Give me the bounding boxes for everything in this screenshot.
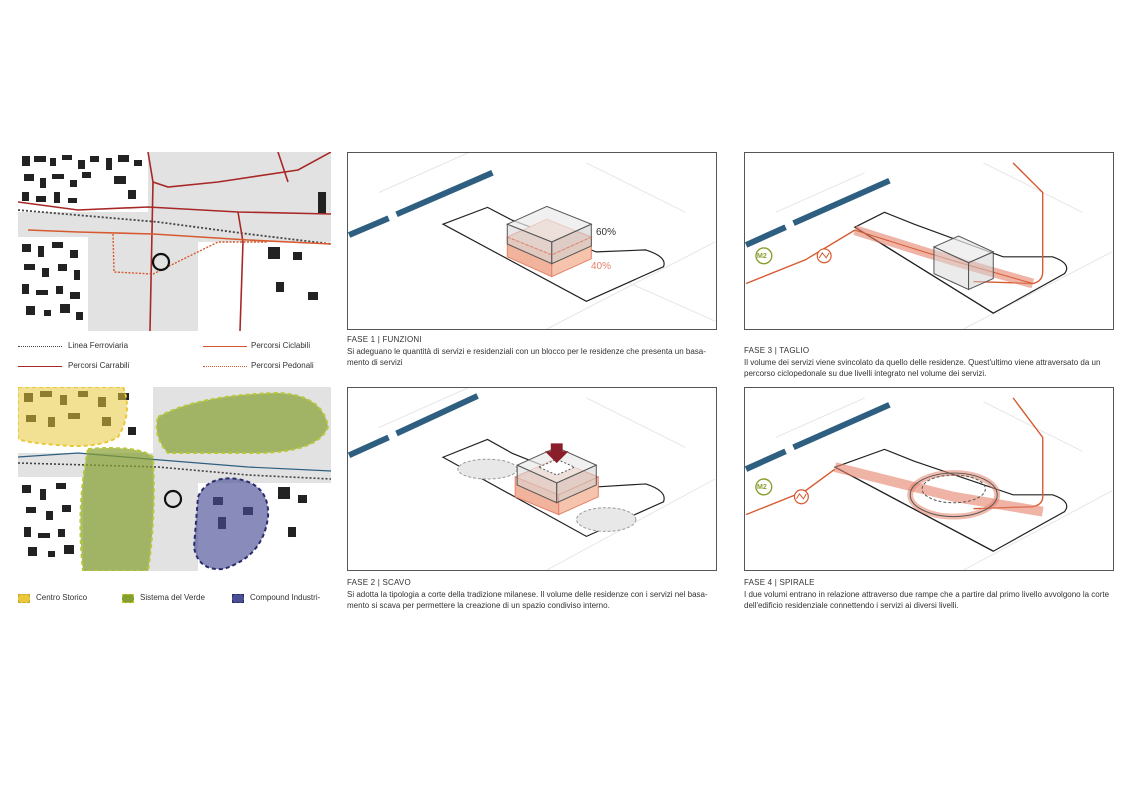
pedestrian-path (112, 233, 268, 275)
legend-railway-swatch (18, 346, 62, 347)
legend-road-swatch (18, 366, 62, 367)
legend-pedestrian-label: Percorsi Pedonali (251, 361, 314, 370)
phase-3-caption: FASE 3 | TAGLIO Il volume dei servizi vi… (744, 345, 1116, 380)
phase-1-title: FASE 1 | FUNZIONI (347, 335, 422, 344)
metro-label: M2 (757, 253, 767, 260)
phase-2-title: FASE 2 | SCAVO (347, 578, 411, 587)
site-marker (151, 252, 171, 272)
legend-green-label: Sistema del Verde (140, 593, 205, 602)
legend-industrial-label: Compound Industri- (250, 593, 321, 602)
railway-line (18, 209, 331, 245)
legend-industrial-swatch (232, 594, 244, 603)
phase-3-diagram: M2 (744, 152, 1114, 330)
phase-1-text: Si adeguano le quantità di servizi e res… (347, 346, 706, 368)
road-network (18, 152, 331, 331)
legend-historic-label: Centro Storico (36, 593, 88, 602)
site-map-mobility-drawing (18, 152, 331, 331)
legend-cycle-swatch (203, 346, 247, 347)
phase-2-diagram (347, 387, 717, 571)
phase-4-title: FASE 4 | SPIRALE (744, 578, 815, 587)
site-map-mobility (18, 152, 331, 331)
phase-4-caption: FASE 4 | SPIRALE I due volumi entrano in… (744, 577, 1116, 612)
upper-percentage: 60% (596, 227, 617, 238)
zone-historic-center (18, 387, 128, 447)
legend-cycle-label: Percorsi Ciclabili (251, 341, 311, 350)
zone-green-south (79, 447, 155, 571)
phase-3-title: FASE 3 | TAGLIO (744, 346, 810, 355)
phase-3-drawing (745, 162, 1113, 329)
phase-1-drawing (348, 153, 716, 329)
phase-2-caption: FASE 2 | SCAVO Si adotta la tipologia a … (347, 577, 719, 612)
phase-4-diagram: M2 (744, 387, 1114, 571)
site-map-context-drawing (18, 387, 331, 571)
cycle-path (27, 229, 331, 245)
legend-green-swatch (122, 594, 134, 603)
phase-1-caption: FASE 1 | FUNZIONI Si adeguano le quantit… (347, 334, 719, 369)
railway-line (18, 462, 331, 480)
phase-2-drawing (348, 388, 716, 570)
metro-label: M2 (757, 484, 767, 491)
site-marker (163, 489, 183, 509)
site-map-context (18, 387, 331, 571)
legend-historic-swatch (18, 594, 30, 603)
metro-icon (755, 478, 773, 496)
legend-pedestrian-swatch (203, 366, 247, 367)
metro-icon (755, 247, 773, 265)
lower-percentage: 40% (591, 261, 612, 272)
zone-green-north (155, 391, 330, 454)
phase-3-text: Il volume dei servizi viene svincolato d… (744, 357, 1101, 379)
legend-road-label: Percorsi Carrabili (68, 361, 130, 370)
legend-railway-label: Linea Ferroviaria (68, 341, 129, 350)
phase-4-text: I due volumi entrano in relazione attrav… (744, 589, 1110, 611)
buildings (22, 155, 326, 320)
phase-4-drawing (745, 397, 1113, 570)
phase-2-text: Si adotta la tipologia a corte della tra… (347, 589, 708, 611)
zone-industrial (192, 477, 270, 571)
phase-1-diagram: 60% 40% (347, 152, 717, 330)
industrial-blocks (208, 252, 266, 317)
